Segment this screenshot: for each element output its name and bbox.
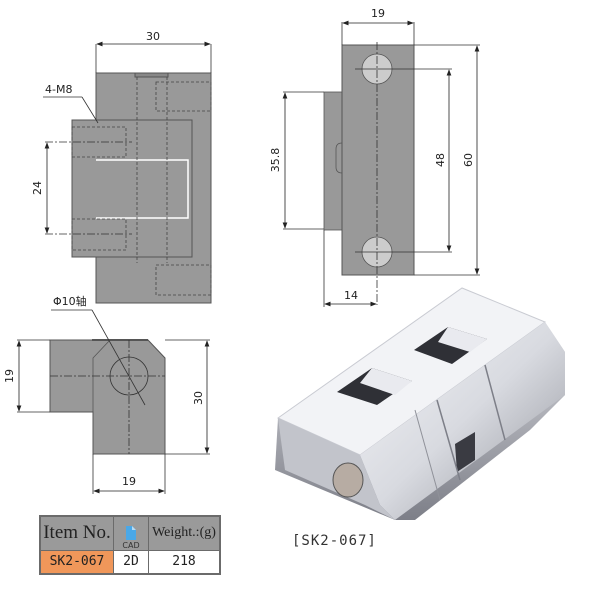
header-cad: CAD xyxy=(113,515,149,551)
side-view: 19 60 48 35.8 14 xyxy=(269,7,480,307)
cell-weight: 218 xyxy=(148,549,221,574)
dim-left-height-19: 19 xyxy=(3,369,16,383)
cell-item-no: SK2-067 xyxy=(39,549,114,574)
dim-hole-spacing-24: 24 xyxy=(31,181,44,195)
table-row: SK2-067 2D 218 xyxy=(39,549,221,574)
dim-hole-spacing-48: 48 xyxy=(434,153,447,167)
dim-offset-14: 14 xyxy=(344,289,358,302)
callout-shaft-diameter: Φ10轴 xyxy=(53,294,87,308)
dim-width-30: 30 xyxy=(146,30,160,43)
dim-height-30: 30 xyxy=(192,391,205,405)
header-item-no: Item No. xyxy=(39,515,114,551)
callout-4-m8: 4-M8 xyxy=(45,83,72,96)
dim-height-60: 60 xyxy=(462,153,475,167)
dim-width-19: 19 xyxy=(371,7,385,20)
product-caption: [SK2-067] xyxy=(292,533,377,549)
dim-width-19-bottom: 19 xyxy=(122,475,136,488)
cell-cad: 2D xyxy=(113,549,149,574)
spec-table: Item No. CAD Weight.:(g) SK2-067 2D 218 xyxy=(39,515,221,575)
product-photo xyxy=(275,287,565,520)
cad-file-icon xyxy=(126,525,136,540)
front-view: 30 24 4-M8 xyxy=(31,30,212,304)
end-view: 19 30 19 Φ10轴 xyxy=(3,294,210,494)
header-cad-label: CAD xyxy=(122,540,140,550)
spec-table-header: Item No. CAD Weight.:(g) xyxy=(39,515,221,551)
header-weight: Weight.:(g) xyxy=(148,515,221,551)
dim-leaf-35-8: 35.8 xyxy=(269,148,282,173)
